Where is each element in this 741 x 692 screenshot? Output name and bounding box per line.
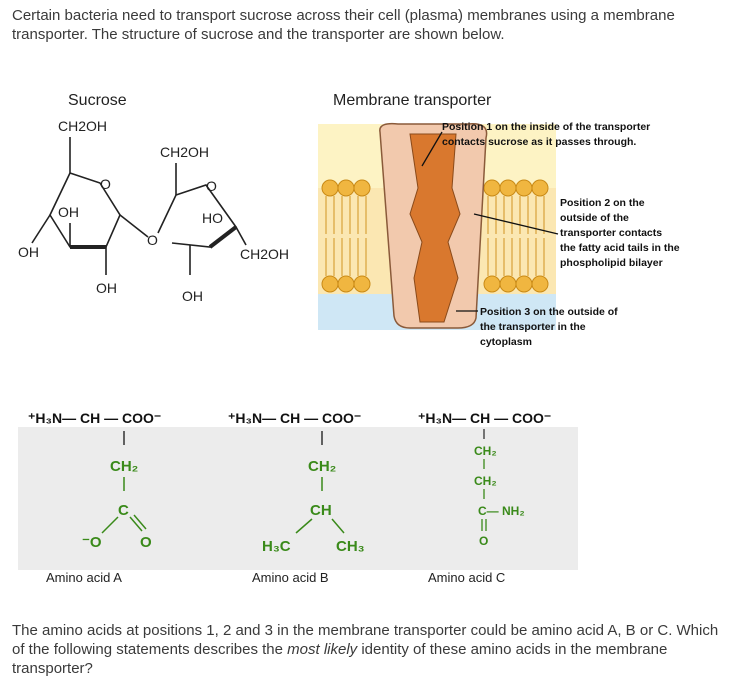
sucrose-title: Sucrose (68, 92, 127, 109)
svg-text:C— NH₂: C— NH₂ (478, 504, 525, 518)
svg-text:⁺H₃N— CH — COO⁻: ⁺H₃N— CH — COO⁻ (228, 410, 361, 426)
transporter-diagram: Position 1 on the inside of the transpor… (318, 121, 683, 348)
amino-acid-b-label: Amino acid B (252, 570, 329, 585)
svg-text:C: C (118, 502, 129, 519)
question-text: The amino acids at positions 1, 2 and 3 … (12, 621, 732, 678)
sucrose-ho: HO (202, 210, 223, 226)
amino-acid-a-label: Amino acid A (46, 570, 122, 585)
sucrose-ring-o2: O (206, 178, 217, 194)
svg-text:⁻O: ⁻O (82, 534, 102, 551)
sucrose-oh-1: OH (58, 204, 79, 220)
svg-text:CH₂: CH₂ (308, 458, 336, 475)
sucrose-oh-4: OH (182, 288, 203, 304)
sucrose-ring-o1: O (100, 176, 111, 192)
sucrose-ch2oh-top: CH2OH (58, 118, 107, 134)
position2-label: Position 2 on the outside of the transpo… (560, 197, 683, 269)
question-part2: identity of these amino acids in the mem… (12, 641, 668, 677)
svg-text:CH₂: CH₂ (474, 474, 497, 488)
transporter-title: Membrane transporter (333, 92, 492, 109)
amino-acid-b-structure: ⁺H₃N— CH — COO⁻ CH₂ CH H₃C CH₃ (228, 410, 365, 555)
position3-label: Position 3 on the outside of the transpo… (480, 306, 621, 348)
amino-acid-a-structure: ⁺H₃N— CH — COO⁻ CH₂ C ⁻O O (28, 410, 161, 551)
svg-text:CH₂: CH₂ (474, 444, 497, 458)
amino-acids-panel: ⁺H₃N— CH — COO⁻ CH₂ C ⁻O O ⁺H₃N— CH — CO… (18, 410, 578, 570)
sucrose-link-o: O (147, 232, 158, 248)
amino-acid-c-label: Amino acid C (428, 570, 506, 585)
svg-text:CH: CH (310, 502, 332, 519)
svg-text:CH₃: CH₃ (336, 538, 365, 555)
transporter-protein (379, 122, 488, 329)
svg-text:O: O (479, 534, 488, 548)
question-part1: The amino acids at positions 1, 2 and 3 … (12, 622, 719, 658)
sucrose-oh-2: OH (18, 244, 39, 260)
intro-text: Certain bacteria need to transport sucro… (12, 7, 675, 43)
svg-text:⁺H₃N— CH — COO⁻: ⁺H₃N— CH — COO⁻ (418, 410, 551, 426)
sucrose-ch2oh-right: CH2OH (240, 246, 289, 262)
svg-text:⁺H₃N— CH — COO⁻: ⁺H₃N— CH — COO⁻ (28, 410, 161, 426)
sucrose-structure: CH2OH CH2OH O O OH HO O OH CH2OH OH OH (18, 118, 289, 304)
svg-text:H₃C: H₃C (262, 538, 291, 555)
amino-acid-c-structure: ⁺H₃N— CH — COO⁻ CH₂ CH₂ C— NH₂ O (418, 410, 551, 548)
question-emphasis: most likely (287, 641, 358, 658)
sucrose-oh-3: OH (96, 280, 117, 296)
sucrose-ch2oh-mid: CH2OH (160, 144, 209, 160)
position1-label: Position 1 on the inside of the transpor… (442, 121, 653, 148)
svg-text:CH₂: CH₂ (110, 458, 138, 475)
svg-text:O: O (140, 534, 152, 551)
